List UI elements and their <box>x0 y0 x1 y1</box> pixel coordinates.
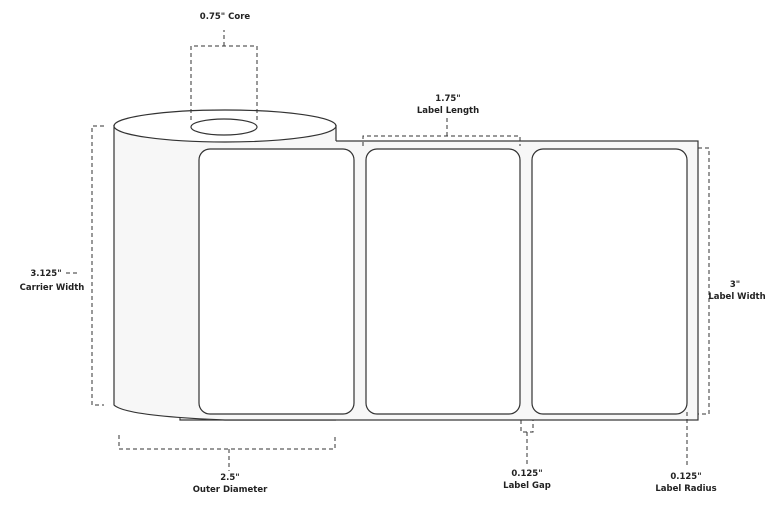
label-length-caption: Label Length <box>417 106 479 116</box>
label-length-value: 1.75" <box>435 94 460 104</box>
carrier-width-caption: Carrier Width <box>20 283 85 293</box>
label-gap-dimension-line <box>520 420 534 466</box>
carrier-width-value: 3.125" <box>30 269 61 279</box>
carrier-width-dimension-line <box>66 125 104 406</box>
label-3 <box>531 148 688 415</box>
roll-core <box>190 118 258 136</box>
label-2 <box>365 148 521 415</box>
label-gap-value: 0.125" <box>511 469 542 479</box>
label-1 <box>198 148 355 415</box>
outer-diameter-caption: Outer Diameter <box>193 485 268 495</box>
label-length-dimension-line <box>362 118 521 146</box>
roll-left-edge <box>113 125 336 421</box>
label-width-caption: Label Width <box>708 292 765 302</box>
core-dimension-line <box>190 30 258 120</box>
outer-diameter-dimension-line <box>118 435 336 471</box>
label-width-dimension-line <box>698 147 710 415</box>
label-width-value: 3" <box>730 280 740 290</box>
label-radius-value: 0.125" <box>670 472 701 482</box>
label-gap-caption: Label Gap <box>503 481 551 491</box>
label-radius-caption: Label Radius <box>655 484 716 494</box>
outer-diameter-value: 2.5" <box>220 473 240 483</box>
core-label: 0.75" Core <box>200 12 251 22</box>
